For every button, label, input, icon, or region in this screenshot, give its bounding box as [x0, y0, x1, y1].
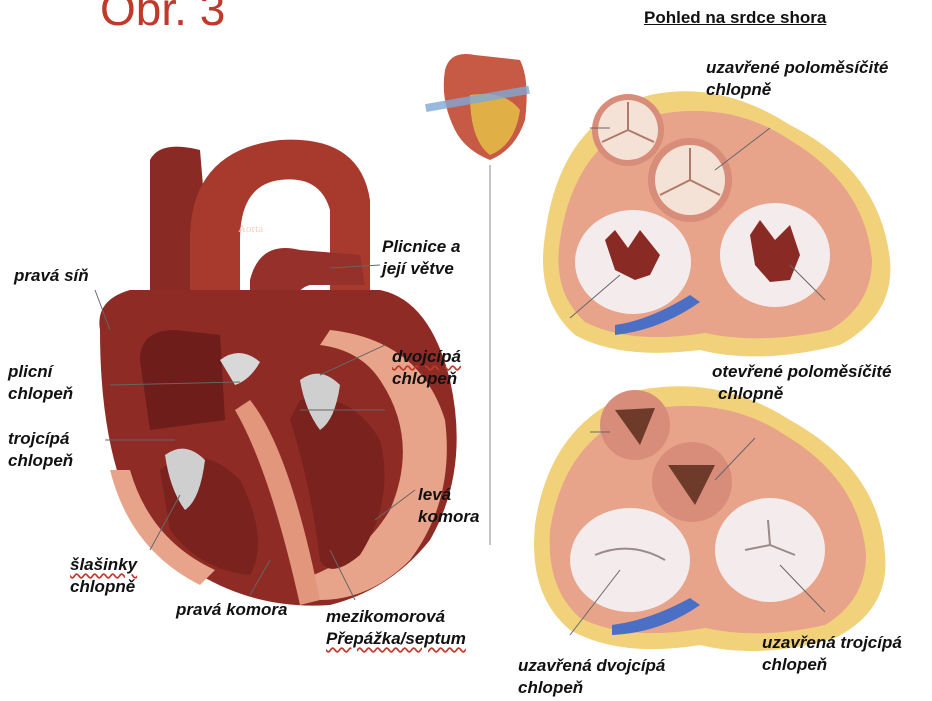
orientation-heart-thumbnail: [425, 54, 530, 160]
label-plicnice-1: Plicnice a: [382, 237, 460, 257]
label-dvojcipa-1: dvojcípá: [392, 347, 461, 367]
label-plicnice-2: její větve: [382, 259, 454, 279]
label-uzavrena-trojcipa-1: uzavřená trojcípá: [762, 633, 902, 653]
aorta-label: Aorta: [238, 223, 263, 235]
label-uzavrene-polomesicite-2: chlopně: [706, 80, 771, 100]
label-leva-komora-2: komora: [418, 507, 479, 527]
label-dvojcipa-2: chlopeň: [392, 369, 457, 389]
top-view-open-semilunar: [534, 386, 885, 651]
label-leva-komora-1: levá: [418, 485, 451, 505]
label-trojcipa-chlopen-1: trojcípá: [8, 429, 69, 449]
label-prava-komora: pravá komora: [176, 600, 288, 620]
top-view-closed-semilunar: [543, 91, 890, 356]
label-plicni-chlopen-1: plicní: [8, 362, 52, 382]
label-uzavrena-dvojcipa-1: uzavřená dvojcípá: [518, 656, 665, 676]
label-plicni-chlopen-2: chlopeň: [8, 384, 73, 404]
label-slasinky-1: šlašinky: [70, 555, 137, 575]
label-uzavrene-polomesicite-1: uzavřené poloměsíčité: [706, 58, 888, 78]
label-trojcipa-chlopen-2: chlopeň: [8, 451, 73, 471]
label-prava-sin: pravá síň: [14, 266, 89, 286]
label-slasinky-2: chlopně: [70, 577, 135, 597]
label-mezikomorova-2: Přepážka/septum: [326, 629, 466, 649]
label-otevrene-polomesicite-2: chlopně: [718, 384, 783, 404]
label-otevrene-polomesicite-1: otevřené poloměsíčité: [712, 362, 892, 382]
label-uzavrena-dvojcipa-2: chlopeň: [518, 678, 583, 698]
label-uzavrena-trojcipa-2: chlopeň: [762, 655, 827, 675]
label-mezikomorova-1: mezikomorová: [326, 607, 445, 627]
